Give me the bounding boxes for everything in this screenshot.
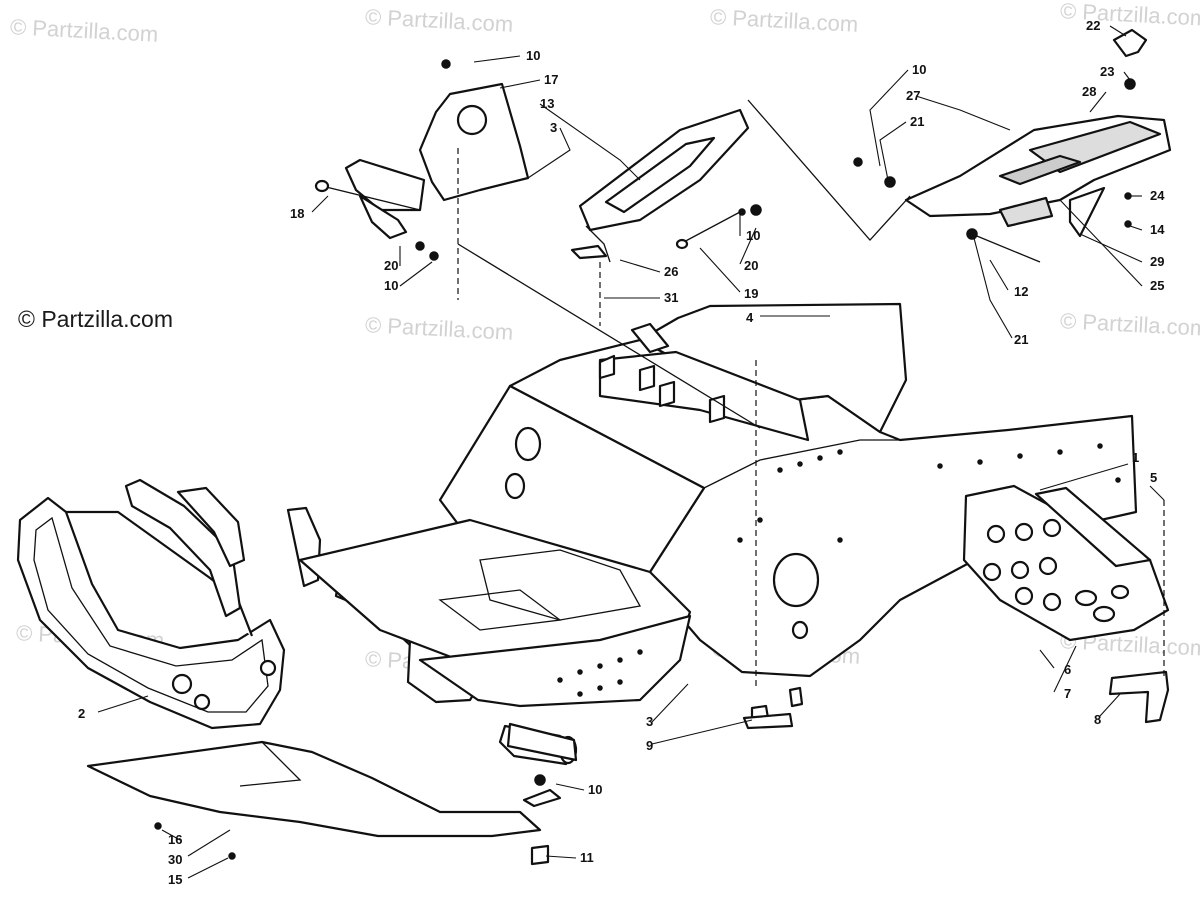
rear-bumper [962, 484, 1170, 642]
callout-10-left: 10 [384, 278, 398, 293]
callout-numbers: 1 2 3 3 4 5 6 7 8 9 10 10 10 10 10 11 12… [78, 18, 1165, 887]
callout-29: 29 [1150, 254, 1164, 269]
belly-pan [86, 740, 542, 838]
callout-27: 27 [906, 88, 920, 103]
callout-20-left: 20 [384, 258, 398, 273]
callout-14: 14 [1150, 222, 1165, 237]
callout-21-bottom: 21 [1014, 332, 1028, 347]
callout-8: 8 [1094, 712, 1101, 727]
bracket-strap [1108, 670, 1170, 724]
callout-5: 5 [1150, 470, 1157, 485]
callout-2: 2 [78, 706, 85, 721]
callout-23: 23 [1100, 64, 1114, 79]
callout-17: 17 [544, 72, 558, 87]
callout-31: 31 [664, 290, 678, 305]
hardware-fasteners [154, 686, 804, 866]
front-bumper [16, 496, 286, 730]
seat-cover-panel [853, 28, 1172, 263]
callout-12: 12 [1014, 284, 1028, 299]
main-frame [298, 302, 1138, 708]
callout-10-bottom: 10 [588, 782, 602, 797]
callout-3-bottom: 3 [646, 714, 653, 729]
callout-11: 11 [580, 850, 594, 865]
callout-30: 30 [168, 852, 182, 867]
callout-28: 28 [1082, 84, 1096, 99]
callout-25: 25 [1150, 278, 1164, 293]
steering-support-bracket [314, 59, 530, 261]
callout-18: 18 [290, 206, 304, 221]
callout-4: 4 [746, 310, 754, 325]
callout-6: 6 [1064, 662, 1071, 677]
leader-lines [97, 25, 1165, 879]
callout-3-top: 3 [550, 120, 557, 135]
callout-1: 1 [1132, 450, 1139, 465]
callout-19: 19 [744, 286, 758, 301]
callout-10-right: 10 [912, 62, 926, 77]
callout-15: 15 [168, 872, 182, 887]
copyright-credit: © Partzilla.com [18, 306, 173, 332]
callout-26: 26 [664, 264, 678, 279]
alignment-lines [457, 99, 1165, 690]
callout-7: 7 [1064, 686, 1071, 701]
callout-21-top: 21 [910, 114, 924, 129]
steering-console [570, 108, 762, 263]
callout-16: 16 [168, 832, 182, 847]
callout-13: 13 [540, 96, 554, 111]
callout-24: 24 [1150, 188, 1165, 203]
callout-22: 22 [1086, 18, 1100, 33]
callout-10-mid: 10 [746, 228, 760, 243]
callout-9: 9 [646, 738, 653, 753]
callout-20-mid: 20 [744, 258, 758, 273]
callout-10-top: 10 [526, 48, 540, 63]
